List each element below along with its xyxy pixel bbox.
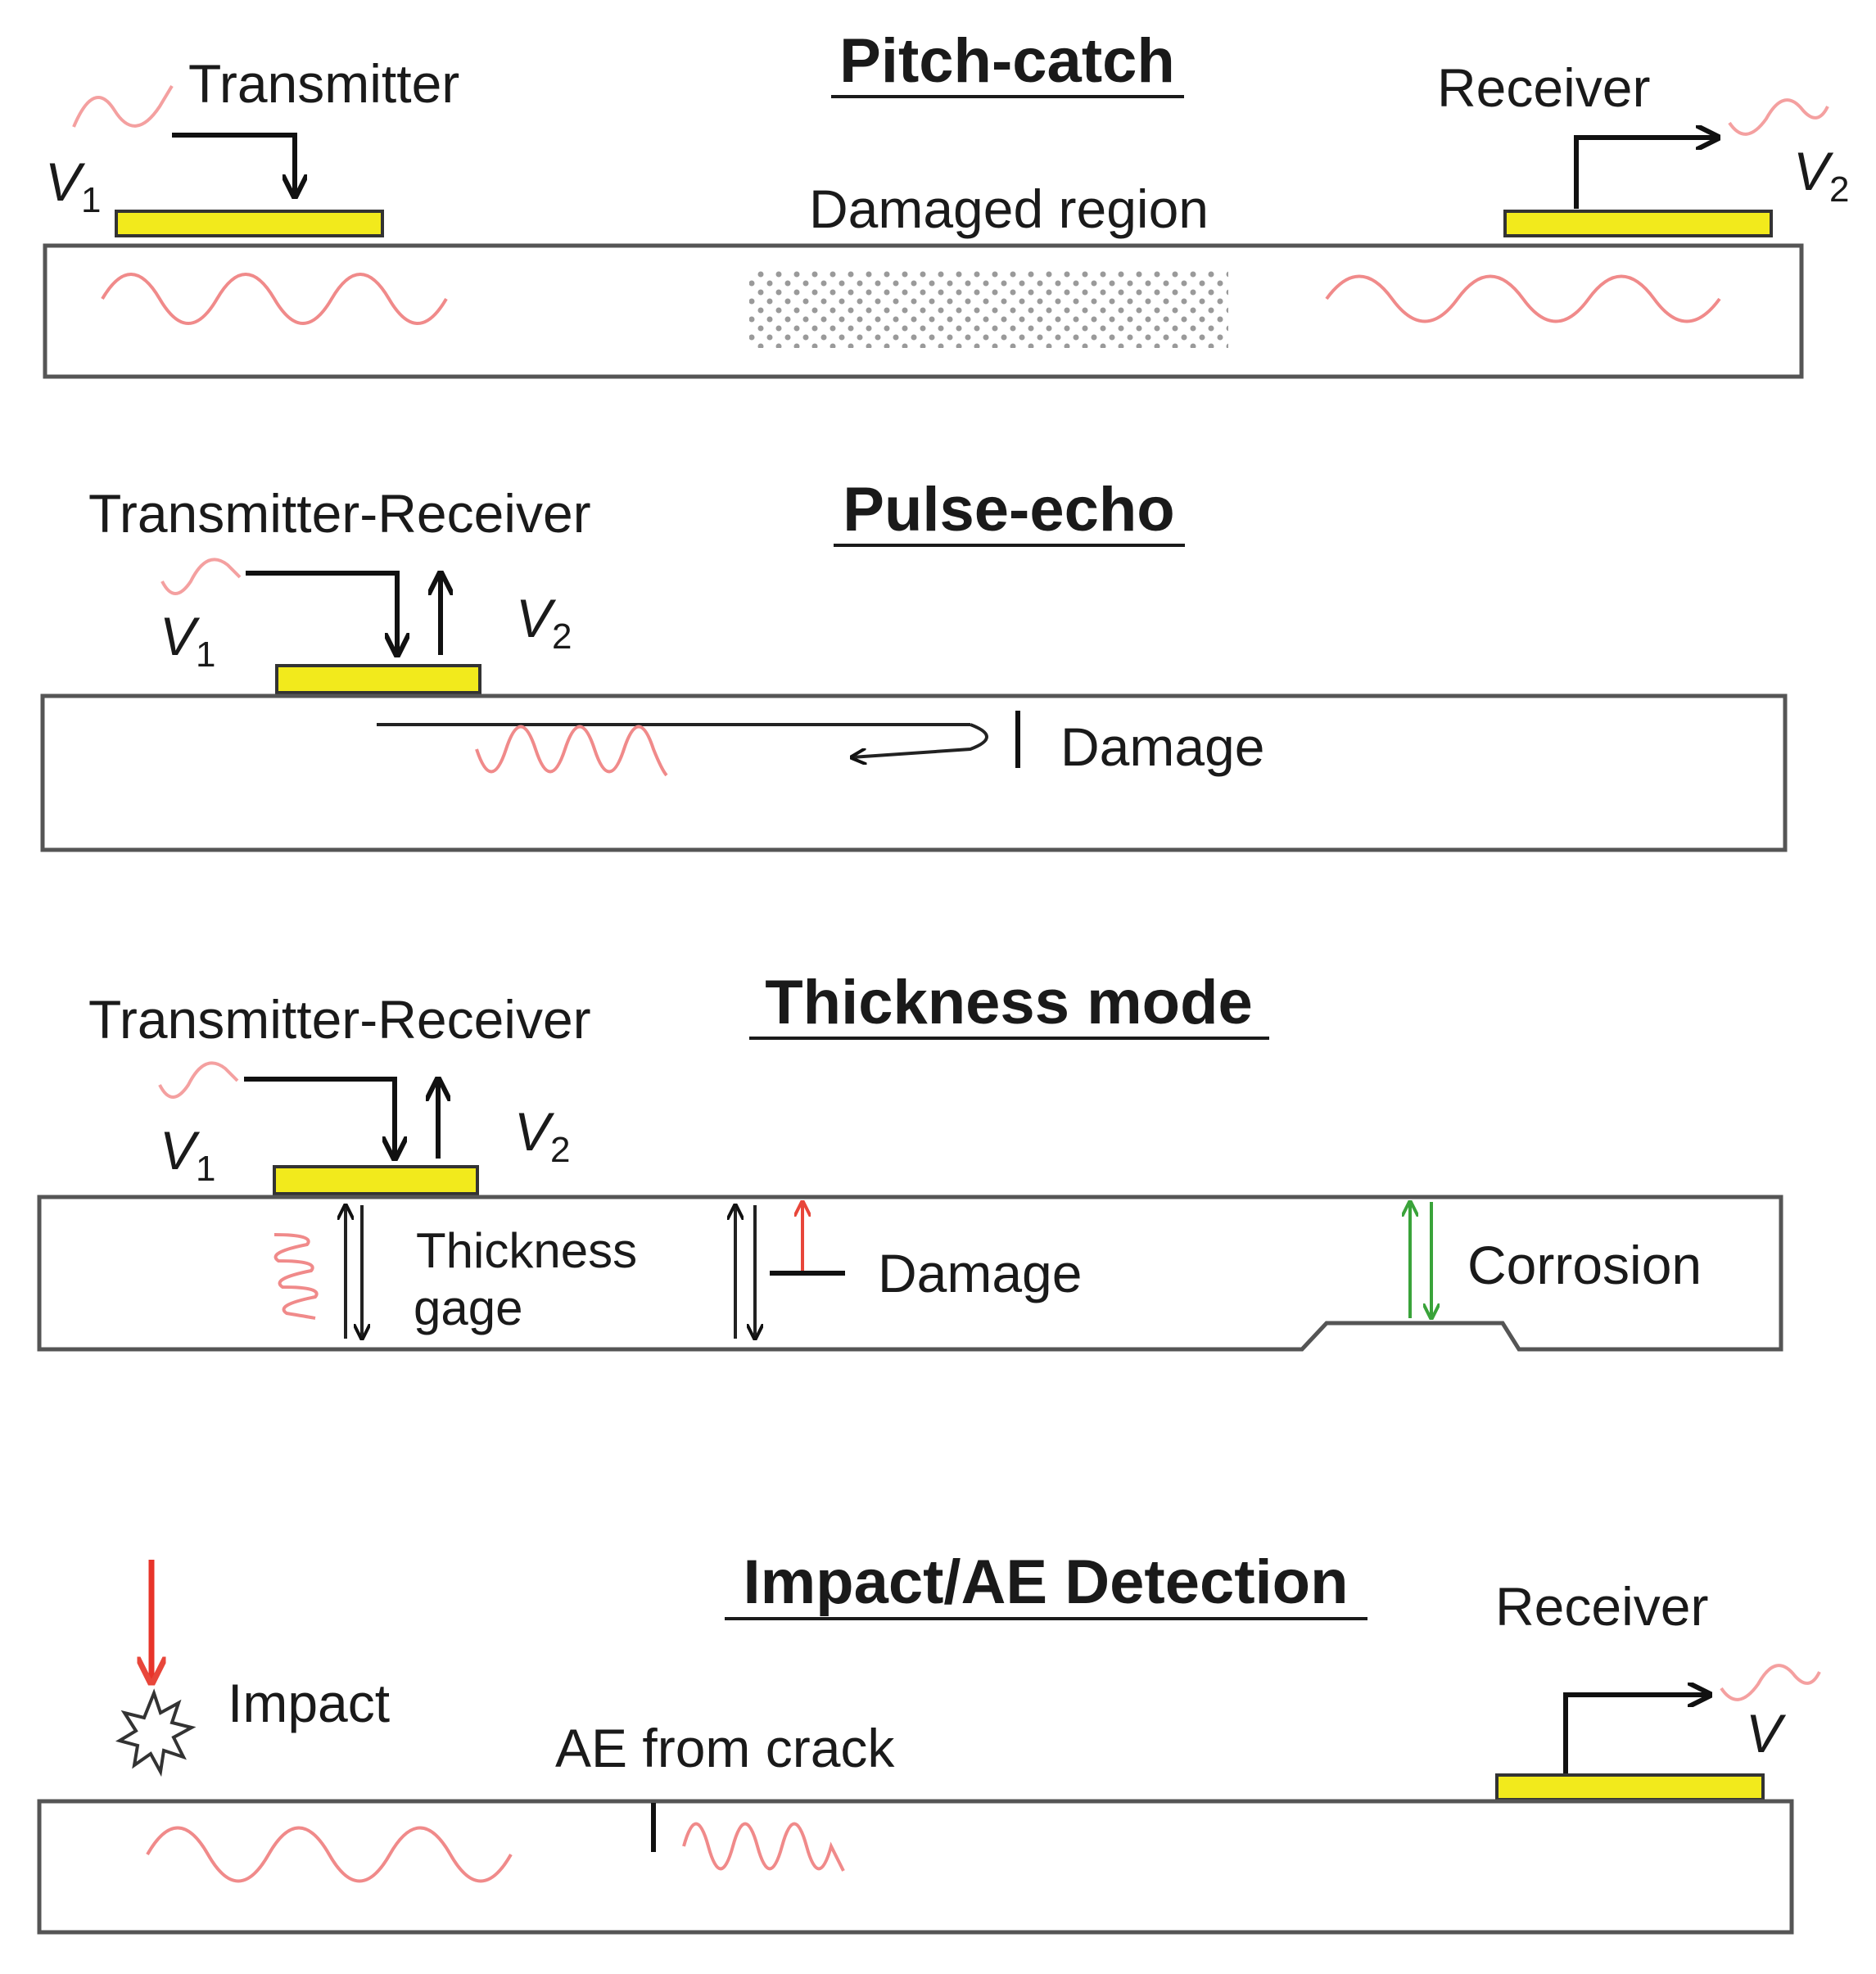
damaged-region xyxy=(749,270,1228,348)
impact-burst-icon xyxy=(115,1688,197,1778)
output-signal-wave xyxy=(1720,1664,1821,1701)
impact-ae-title: Impact/AE Detection xyxy=(743,1547,1348,1617)
echo-path xyxy=(852,723,988,757)
receiver-sensor xyxy=(1495,1773,1765,1801)
transceiver-sensor xyxy=(273,1165,479,1195)
receiver-arrow xyxy=(1574,138,1718,209)
impact-ae-plate xyxy=(37,1799,1794,1935)
impact-label: Impact xyxy=(228,1673,390,1733)
pitch-catch-title: Pitch-catch xyxy=(839,26,1175,96)
thickness-mode-panel: Thickness mode Transmitter-Receiver V1 V… xyxy=(37,968,1783,1352)
damage-label: Damage xyxy=(878,1243,1082,1303)
input-signal-wave xyxy=(72,84,174,128)
v1-label: V1 xyxy=(160,1120,216,1189)
transmit-arrow xyxy=(244,1077,395,1159)
v-label: V xyxy=(1746,1703,1787,1764)
impact-wave xyxy=(146,1826,513,1883)
thickness-mode-title: Thickness mode xyxy=(765,968,1253,1037)
ae-wave xyxy=(682,1822,845,1872)
transmitter-receiver-label: Transmitter-Receiver xyxy=(88,989,591,1050)
pulse-echo-title: Pulse-echo xyxy=(843,475,1174,544)
damage-label: Damage xyxy=(1060,716,1264,777)
v2-label: V2 xyxy=(516,588,572,657)
v1-label: V1 xyxy=(160,606,216,675)
v2-label: V2 xyxy=(514,1101,571,1170)
input-signal-wave xyxy=(158,1061,239,1099)
pulse-echo-plate xyxy=(40,693,1788,852)
impact-ae-panel: Impact/AE Detection Impact AE from crack… xyxy=(37,1547,1821,1935)
input-signal-wave xyxy=(160,558,242,595)
transmitter-receiver-label: Transmitter-Receiver xyxy=(88,483,591,544)
receiver-arrow xyxy=(1563,1695,1710,1775)
damaged-region-label: Damaged region xyxy=(809,178,1209,239)
v2-label: V2 xyxy=(1793,141,1850,210)
transmitter-label: Transmitter xyxy=(188,53,459,114)
output-signal-wave xyxy=(1728,98,1829,136)
receiver-label: Receiver xyxy=(1495,1576,1708,1637)
transceiver-sensor xyxy=(275,664,481,694)
receiver-label: Receiver xyxy=(1437,57,1650,118)
pitch-catch-panel: Pitch-catch Transmitter V1 Receiver V2 D… xyxy=(43,26,1850,379)
transmitted-wave xyxy=(101,273,448,325)
pulse-echo-panel: Pulse-echo Transmitter-Receiver V1 V2 Da… xyxy=(40,475,1788,852)
thickness-gage-label-line1: Thickness xyxy=(416,1223,637,1278)
corrosion-label: Corrosion xyxy=(1467,1235,1702,1295)
ae-from-crack-label: AE from crack xyxy=(555,1718,895,1778)
thickness-mode-plate xyxy=(37,1195,1783,1352)
v1-label: V1 xyxy=(45,151,102,220)
thickness-gage-label-line2: gage xyxy=(414,1281,522,1335)
transmit-arrow xyxy=(246,571,397,655)
received-wave xyxy=(1325,274,1721,323)
echo-wave xyxy=(475,725,668,777)
thickness-resonance-wave xyxy=(273,1233,319,1320)
receiver-sensor xyxy=(1503,210,1773,237)
transmitter-arrow xyxy=(172,133,295,196)
transmitter-sensor xyxy=(115,210,384,237)
